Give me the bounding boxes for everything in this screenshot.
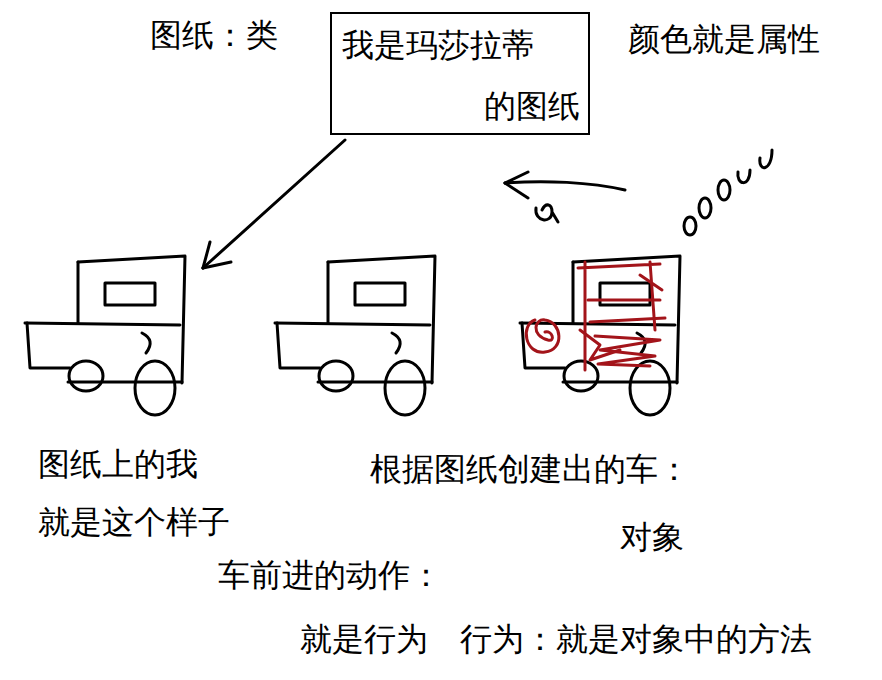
note-text: 就是行为 — [300, 620, 428, 658]
blueprint-car — [25, 256, 185, 415]
car-object — [275, 256, 435, 415]
pointer-arrow — [203, 140, 345, 268]
car-object — [520, 256, 680, 415]
note-text: 对象 — [620, 518, 684, 556]
note-text: 就是这个样子 — [38, 503, 230, 541]
note-text: 颜色就是属性 — [628, 20, 820, 58]
motion-arrow — [505, 150, 772, 235]
note-text: 图纸：类 — [150, 16, 278, 54]
blueprint-box: 我是玛莎拉蒂的图纸 — [330, 12, 590, 135]
note-text: 车前进的动作： — [218, 556, 442, 594]
red-paint — [526, 262, 665, 370]
note-text: 行为：就是对象中的方法 — [460, 620, 812, 658]
note-text: 根据图纸创建出的车： — [370, 450, 690, 488]
note-text: 图纸上的我 — [38, 445, 198, 483]
box-text: 的图纸 — [484, 87, 580, 125]
box-text: 我是玛莎拉蒂 — [342, 26, 534, 64]
